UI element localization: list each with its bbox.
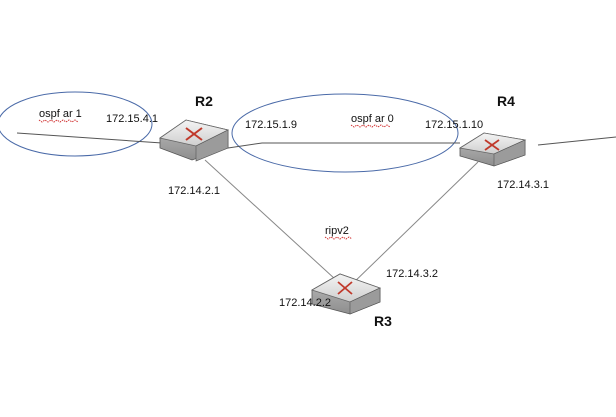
- ip-r2-area0: 172.15.1.9: [245, 119, 297, 131]
- ip-r2-to-r3: 172.14.2.1: [168, 185, 220, 197]
- ospf-area-1-label: ospf ar 1: [39, 108, 82, 120]
- router-r2-label: R2: [195, 93, 213, 109]
- ip-r4-area0: 172.15.1.10: [425, 119, 483, 131]
- link-r4-external: [537, 136, 616, 146]
- ip-r4-to-r3: 172.14.3.1: [497, 179, 549, 191]
- ospf-area-1-ellipse: [0, 91, 153, 157]
- router-r4-icon[interactable]: [458, 132, 527, 167]
- router-r2-icon[interactable]: [159, 119, 230, 162]
- link-area1-to-r2: [16, 132, 163, 144]
- link-r2-to-r3: [204, 159, 348, 291]
- ip-r3-to-r4: 172.14.3.2: [386, 268, 438, 280]
- link-r4-to-r3: [347, 161, 479, 289]
- router-r3-label: R3: [374, 313, 392, 329]
- ospf-area-0-label: ospf ar 0: [351, 113, 394, 125]
- link-r2-to-r4: [227, 142, 460, 149]
- ripv2-label: ripv2: [325, 225, 349, 237]
- spellcheck-underline-area1: [38, 119, 79, 123]
- spellcheck-underline-area0: [350, 124, 391, 128]
- ospf-area-0-ellipse: [231, 93, 459, 173]
- spellcheck-underline-ripv2: [324, 236, 353, 240]
- router-r3-icon[interactable]: [311, 273, 382, 315]
- ip-r2-area1: 172.15.4.1: [106, 113, 158, 125]
- router-r4-label: R4: [497, 93, 515, 109]
- ip-r3-to-r2: 172.14.2.2: [279, 297, 331, 309]
